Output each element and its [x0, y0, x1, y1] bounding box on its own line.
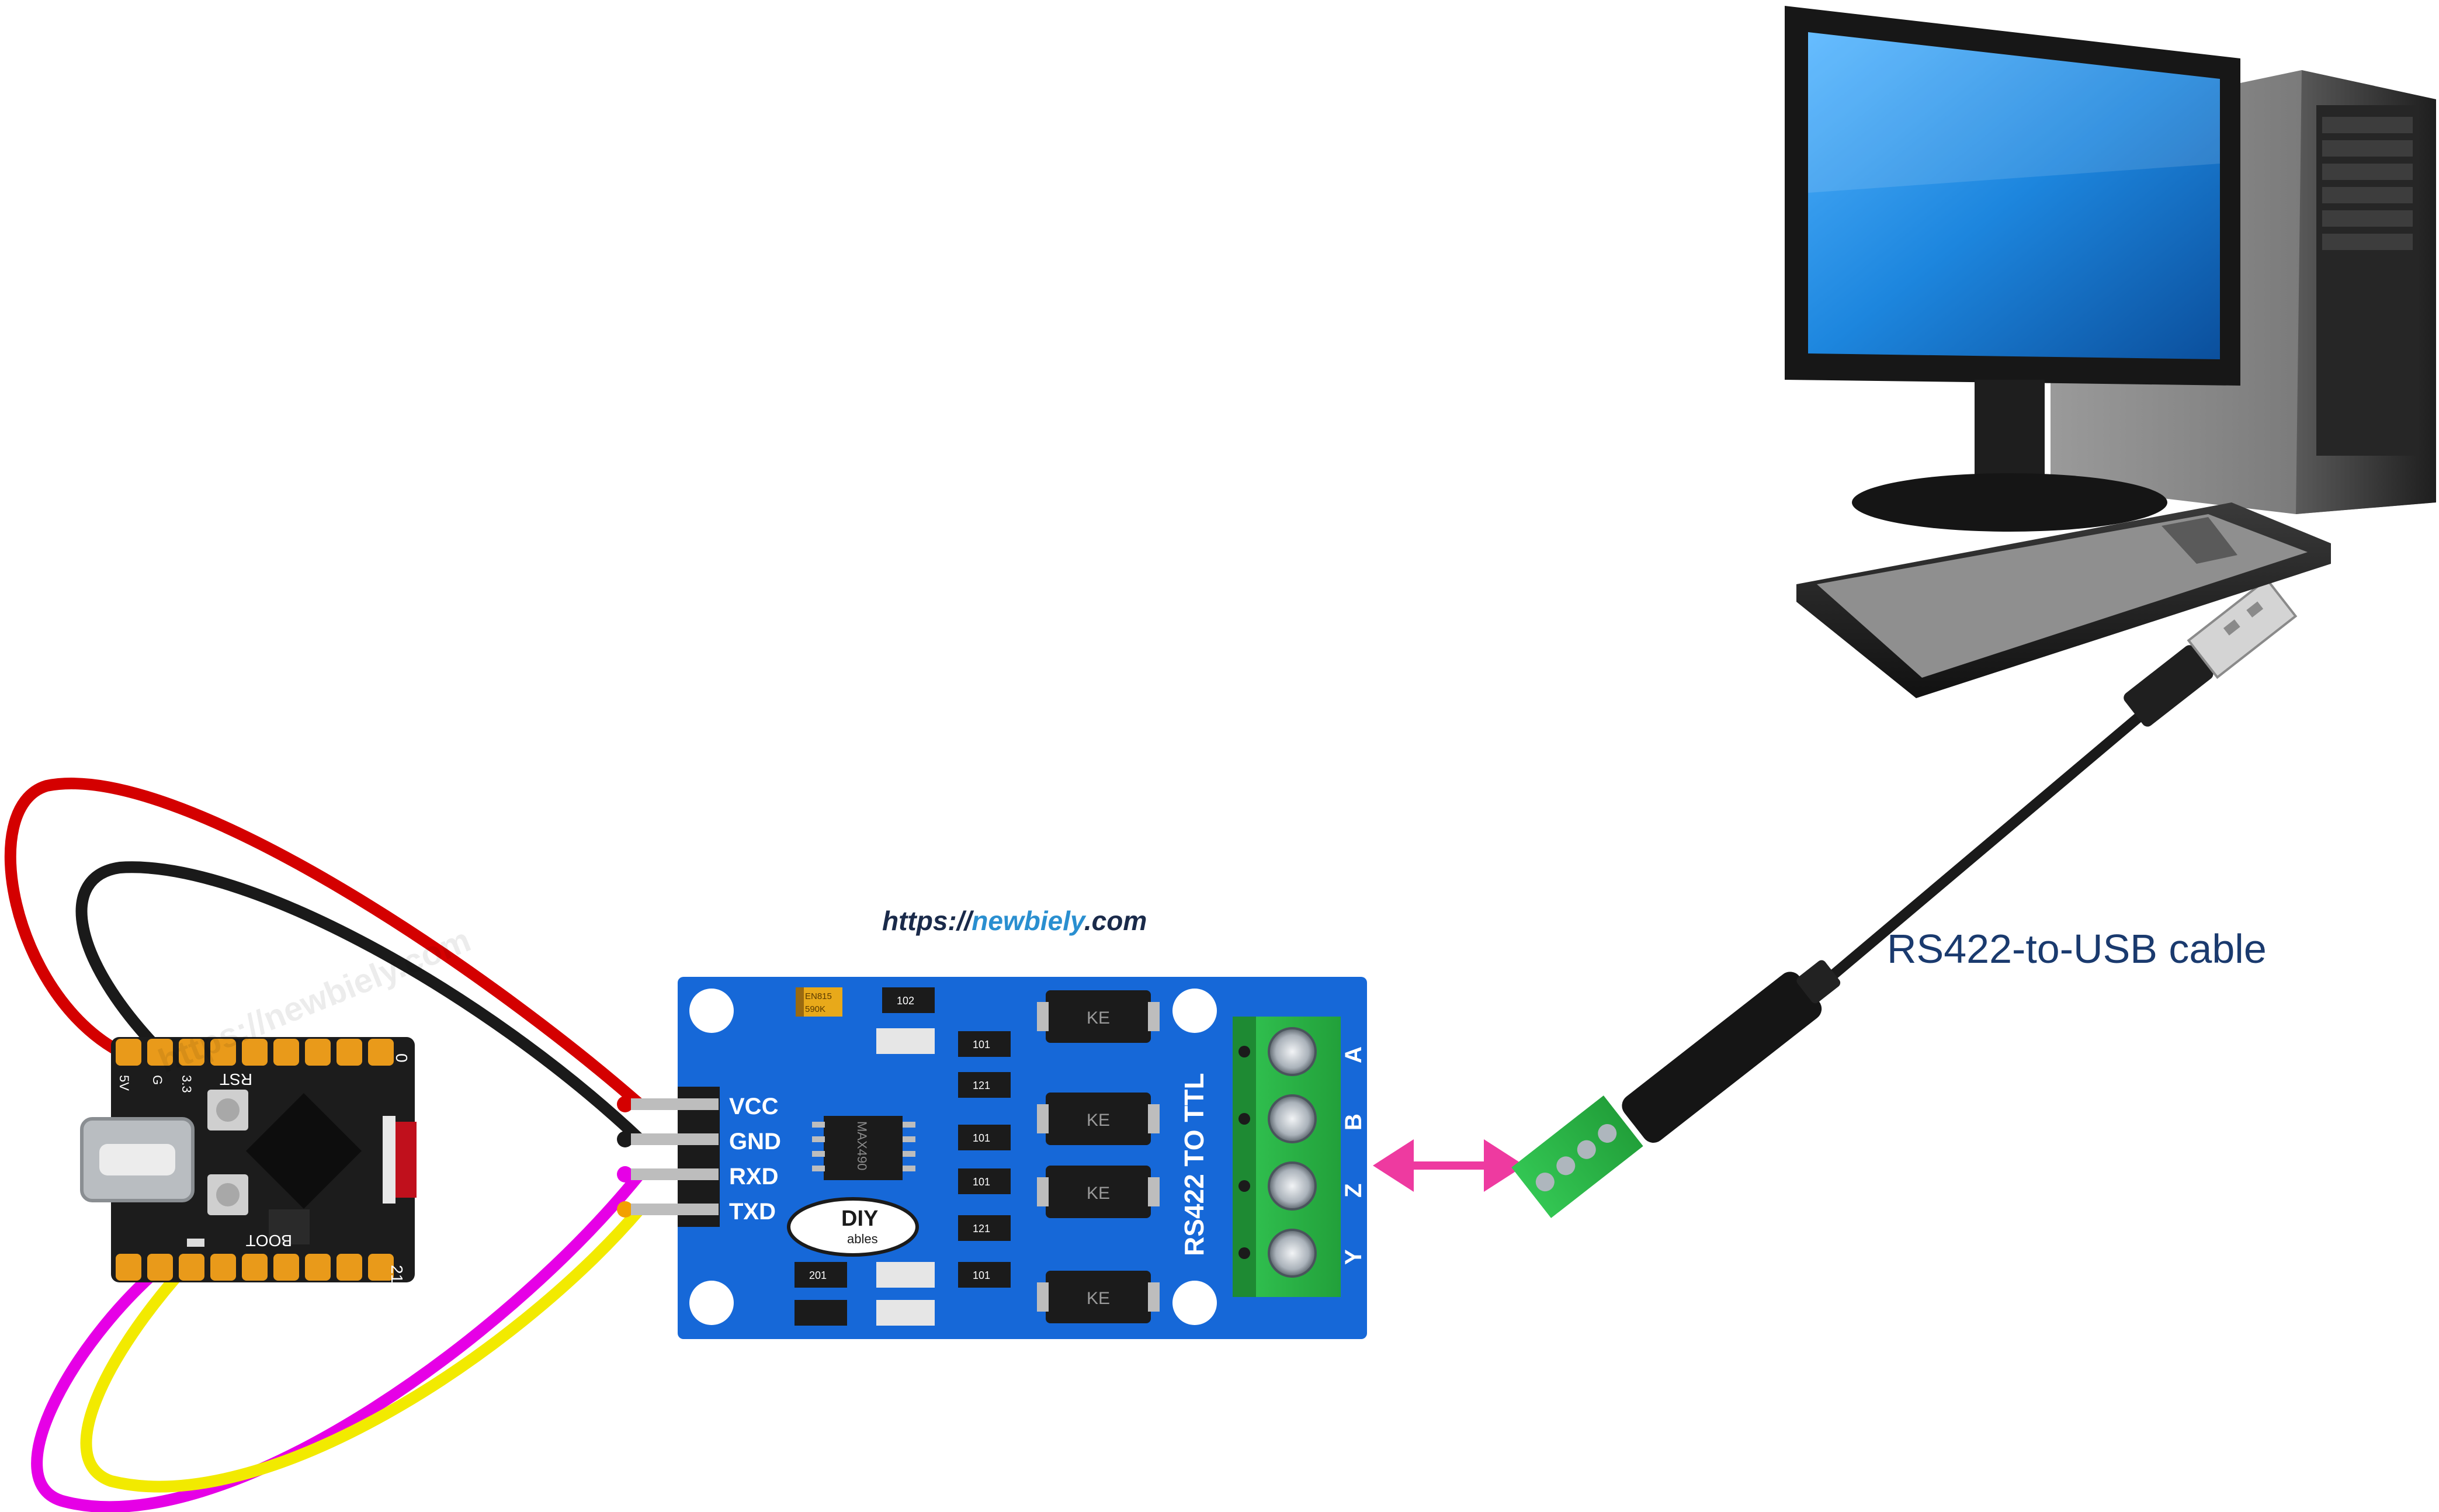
url-domain: newbiely: [972, 906, 1087, 936]
pin-label-rxd: RXD: [729, 1164, 778, 1190]
monitor: [1785, 6, 2240, 532]
gnd-wire: [75, 861, 646, 1145]
keyboard: [1796, 502, 2331, 698]
cap-text-1: EN815: [805, 991, 832, 1001]
resistor-2: 101: [973, 1039, 990, 1050]
cable-label: RS422-to-USB cable: [1887, 926, 2267, 972]
board-top-pins: [116, 1039, 394, 1066]
terminal-label-y: Y: [1341, 1249, 1366, 1265]
monitor-screen: [1808, 32, 2220, 359]
board-label-3v3: 3.3: [179, 1075, 194, 1093]
resistor-8: 201: [809, 1270, 827, 1281]
terminal-label-z: Z: [1341, 1184, 1366, 1198]
bidirectional-arrow: [1373, 1139, 1525, 1192]
esp32-chip: [246, 1093, 362, 1209]
diode-3: KE: [1087, 1184, 1110, 1203]
chip-text: MAX490: [855, 1121, 869, 1170]
wires: [4, 778, 646, 1512]
terminal-screws: [1268, 1027, 1317, 1278]
url-watermark: https://newbiely.com: [882, 906, 1147, 936]
board-bottom-pins: [116, 1254, 394, 1281]
desktop-computer: [1785, 6, 2436, 698]
rs422-to-ttl-module: VCC GND RXD TXD EN815 590K MAX490 102 10…: [631, 977, 1367, 1339]
module-title: RS422 TO TTL: [1179, 1073, 1209, 1256]
resistor-4: 101: [973, 1132, 990, 1144]
resistor-3: 121: [973, 1080, 990, 1091]
board-label-g: G: [150, 1075, 165, 1085]
diode-1: KE: [1087, 1008, 1110, 1028]
board-label-boot: BOOT: [246, 1232, 292, 1250]
diyables-logo: [787, 1197, 919, 1257]
logo-text: DIY: [841, 1206, 878, 1231]
url-suffix: .com: [1084, 906, 1147, 936]
resistor-1: 102: [897, 995, 914, 1007]
pin-label-vcc: VCC: [729, 1094, 778, 1119]
esp32-board: 5V G 3.3 RST 0 BOOT 21: [80, 1037, 417, 1283]
terminal-label-b: B: [1341, 1114, 1366, 1130]
board-label-0: 0: [393, 1053, 411, 1063]
resistor-5: 101: [973, 1176, 990, 1188]
diode-2: KE: [1087, 1111, 1110, 1130]
board-label-5v: 5V: [117, 1075, 131, 1091]
logo-sub: ables: [847, 1232, 878, 1246]
board-label-rst: RST: [220, 1070, 252, 1088]
txd-wire: [80, 1204, 646, 1493]
cap-text-2: 590K: [805, 1004, 825, 1014]
resistor-7: 101: [973, 1270, 990, 1281]
rs422-to-usb-cable: [1511, 577, 2298, 1218]
pin-label-txd: TXD: [729, 1199, 776, 1225]
vcc-wire: [4, 778, 646, 1110]
board-label-21: 21: [388, 1265, 406, 1283]
resistor-6: 121: [973, 1223, 990, 1234]
max490-chip: [824, 1116, 903, 1180]
terminal-label-a: A: [1341, 1046, 1366, 1063]
pin-label-gnd: GND: [729, 1129, 781, 1154]
rxd-wire: [31, 1168, 646, 1512]
diode-4: KE: [1087, 1289, 1110, 1308]
url-prefix: https://: [882, 906, 974, 936]
